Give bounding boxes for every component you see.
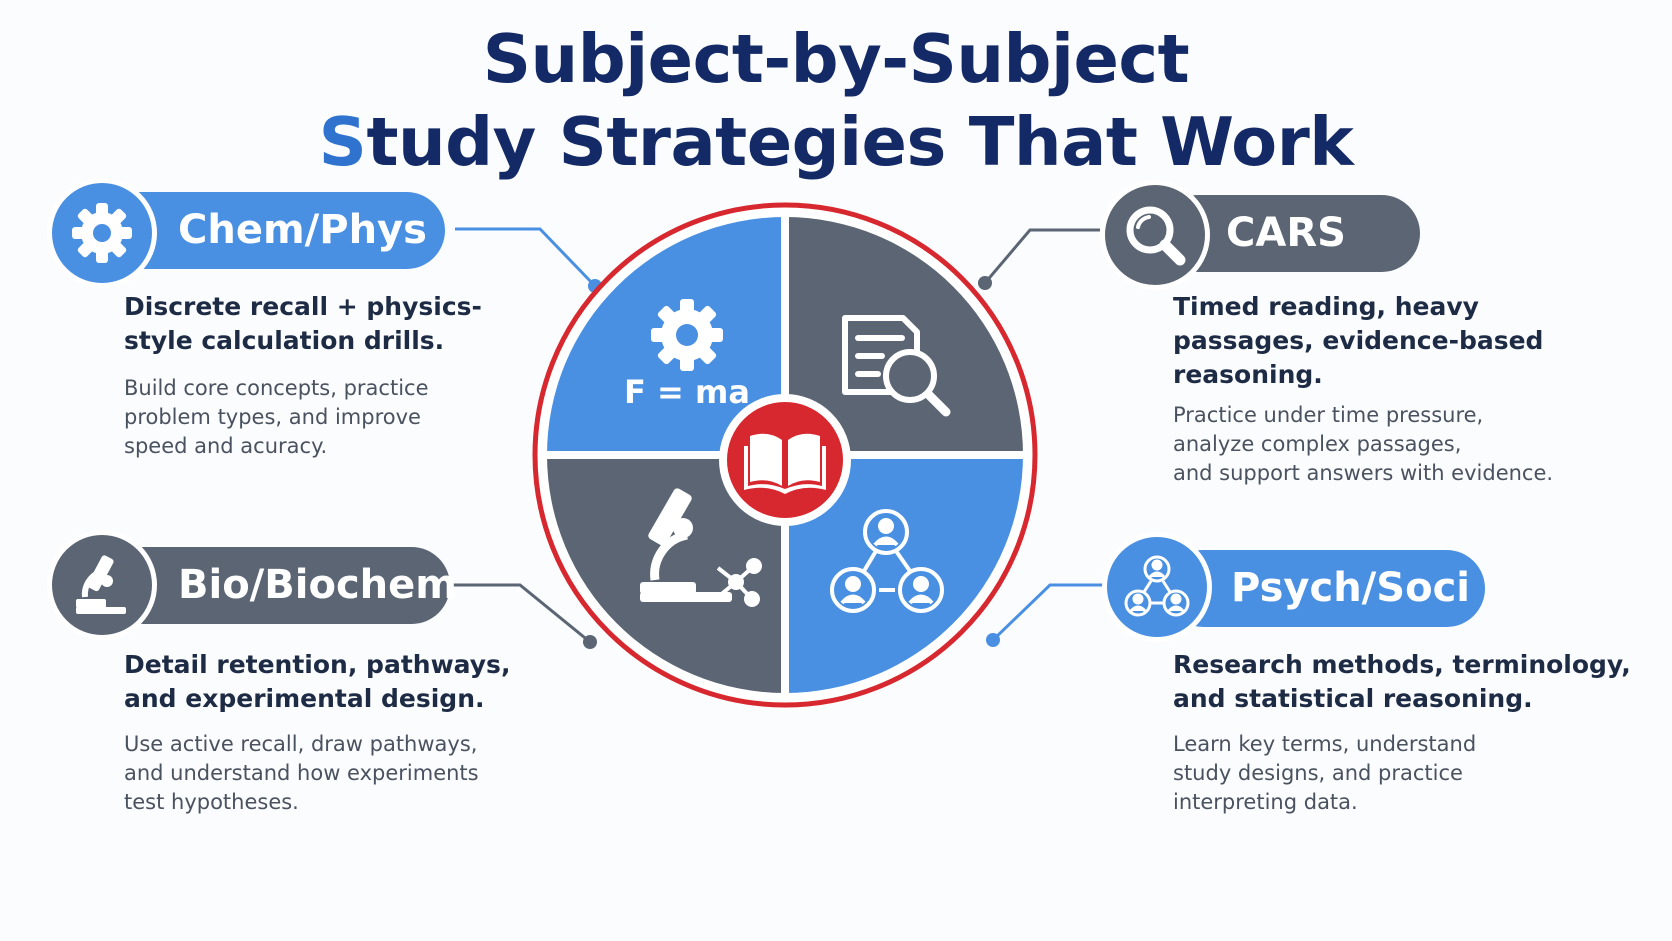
title-line-2: Study Strategies That Work: [0, 103, 1672, 181]
molecule-icon: [716, 558, 762, 607]
open-book-icon: [744, 433, 826, 494]
connector-psych-soci: [986, 583, 1105, 647]
heading-psych-soci: Research methods, terminology, and stati…: [1173, 648, 1653, 716]
title-line-2-rest: tudy Strategies That Work: [366, 103, 1354, 181]
subject-name: Chem/Phys: [178, 207, 427, 253]
people-network-icon: [830, 509, 944, 613]
subject-name: CARS: [1226, 210, 1346, 256]
pill-chem-phys: Chem/Phys: [100, 192, 445, 269]
desc-line: analyze complex passages,: [1173, 432, 1462, 456]
people-network-icon: [1124, 555, 1190, 617]
heading-chem-phys: Discrete recall + physics- style calcula…: [124, 290, 504, 358]
desc-psych-soci: Learn key terms, understand study design…: [1173, 730, 1613, 817]
desc-line: problem types, and improve: [124, 405, 421, 429]
pill-psych-soci: Psych/Soci: [1165, 550, 1485, 627]
microscope-icon: [640, 488, 732, 602]
heading-line: reasoning.: [1173, 360, 1323, 389]
formula-label: F = ma: [624, 373, 750, 411]
microscope-icon: [76, 555, 126, 614]
heading-line: and experimental design.: [124, 684, 485, 713]
title-line-1: Subject-by-Subject: [482, 20, 1190, 98]
document-search-icon: [842, 315, 951, 417]
subject-name: Bio/Biochem: [178, 562, 457, 608]
gear-icon: [651, 299, 723, 371]
badge-psych-soci: [1102, 532, 1212, 642]
title-accent-letter: S: [318, 103, 367, 181]
desc-cars: Practice under time pressure, analyze co…: [1173, 401, 1643, 488]
desc-line: Practice under time pressure,: [1173, 403, 1484, 427]
badge-bio-biochem: [47, 530, 157, 640]
magnifier-icon: [1126, 206, 1186, 266]
desc-line: test hypotheses.: [124, 790, 299, 814]
heading-line: style calculation drills.: [124, 326, 445, 355]
desc-line: interpreting data.: [1173, 790, 1358, 814]
gear-icon: [72, 203, 132, 263]
heading-line: Detail retention, pathways,: [124, 650, 511, 679]
desc-bio-biochem: Use active recall, draw pathways, and un…: [124, 730, 544, 817]
badge-cars: [1100, 180, 1210, 290]
pill-bio-biochem: Bio/Biochem: [105, 547, 457, 624]
connector-cars: [978, 228, 1100, 290]
heading-line: Discrete recall + physics-: [124, 292, 482, 321]
desc-line: Learn key terms, understand: [1173, 732, 1477, 756]
heading-line: and statistical reasoning.: [1173, 684, 1533, 713]
heading-line: Research methods, terminology,: [1173, 650, 1631, 679]
desc-line: Build core concepts, practice: [124, 376, 429, 400]
heading-line: passages, evidence-based: [1173, 326, 1544, 355]
desc-line: and understand how experiments: [124, 761, 479, 785]
desc-chem-phys: Build core concepts, practice problem ty…: [124, 374, 504, 461]
subject-name: Psych/Soci: [1231, 565, 1471, 611]
desc-line: Use active recall, draw pathways,: [124, 732, 478, 756]
heading-cars: Timed reading, heavy passages, evidence-…: [1173, 290, 1613, 392]
connector-chem-phys: [455, 227, 602, 293]
desc-line: and support answers with evidence.: [1173, 461, 1554, 485]
center-hub: [719, 394, 851, 526]
desc-line: speed and acuracy.: [124, 434, 328, 458]
connector-bio-biochem: [453, 583, 597, 649]
desc-line: study designs, and practice: [1173, 761, 1463, 785]
badge-chem-phys: [47, 178, 157, 288]
heading-bio-biochem: Detail retention, pathways, and experime…: [124, 648, 524, 716]
heading-line: Timed reading, heavy: [1173, 292, 1479, 321]
